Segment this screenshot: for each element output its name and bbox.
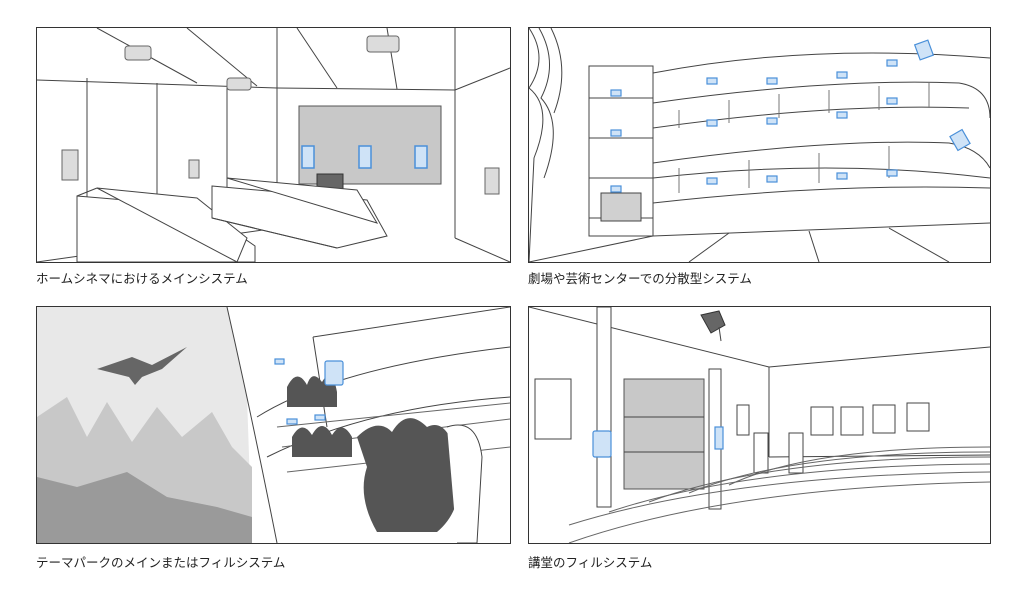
speaker-highlight-group bbox=[301, 145, 428, 169]
speaker-highlight-group bbox=[610, 39, 971, 193]
theme-park-illustration bbox=[36, 306, 511, 544]
speaker-highlight-group bbox=[274, 358, 344, 425]
caption-auditorium: 講堂のフィルシステム bbox=[528, 555, 653, 570]
caption-theme-park: テーマパークのメインまたはフィルシステム bbox=[36, 555, 286, 570]
caption-home-cinema: ホームシネマにおけるメインシステム bbox=[36, 271, 248, 286]
home-cinema-illustration bbox=[36, 27, 511, 263]
auditorium-illustration bbox=[528, 306, 991, 544]
theater-illustration bbox=[528, 27, 991, 263]
caption-theater: 劇場や芸術センターでの分散型システム bbox=[528, 271, 752, 286]
speaker-highlight-group bbox=[592, 426, 724, 458]
audience-silhouette bbox=[287, 375, 460, 532]
